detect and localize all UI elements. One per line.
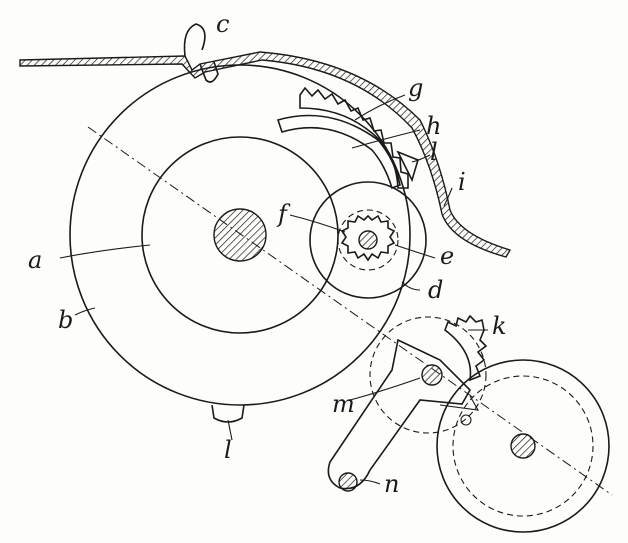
disc-a [141, 136, 339, 334]
leader-m [349, 377, 421, 401]
wheel-b [69, 64, 411, 406]
leader-l-top [411, 154, 431, 163]
leader-h [351, 129, 421, 149]
gear-k-outline [369, 316, 487, 434]
pinion-pitch-circle [337, 209, 399, 271]
guide-h [276, 114, 401, 190]
label-n: n [384, 470, 399, 498]
label-i: i [458, 168, 466, 196]
wheel-lower-right [436, 359, 610, 533]
leader-g [354, 94, 406, 121]
gear-k [444, 314, 488, 382]
pawl-l [396, 150, 419, 183]
label-g: g [408, 74, 423, 102]
cover-strip [19, 51, 512, 258]
label-l-top: l [430, 138, 438, 166]
label-b: b [58, 306, 73, 334]
clip-c [183, 23, 206, 57]
label-f: f [276, 200, 291, 228]
label-c: c [216, 10, 229, 38]
foot-l [211, 404, 245, 423]
leader-a [59, 244, 151, 259]
leader-i [443, 187, 453, 207]
hub-a [213, 208, 267, 262]
wheel-d [309, 181, 427, 299]
leader-b [74, 307, 96, 316]
housing-tab [199, 61, 219, 83]
leader-n [359, 479, 381, 485]
pinion-axle [358, 230, 378, 250]
label-d: d [428, 276, 443, 304]
lever-end-n [338, 472, 358, 492]
label-h: h [426, 112, 441, 140]
leader-d [401, 281, 421, 291]
wheel-lower-right-axle [510, 433, 536, 459]
leader-l-bottom [227, 419, 233, 441]
pinion-f [340, 214, 396, 262]
label-e: e [440, 242, 454, 270]
leader-f [289, 214, 346, 233]
label-a: a [28, 246, 42, 274]
lever-pivot-m [421, 364, 443, 386]
rack-g [299, 86, 409, 189]
label-k: k [492, 312, 507, 340]
label-m: m [332, 390, 355, 418]
leader-e [394, 244, 436, 259]
lever-pin [460, 414, 472, 426]
label-l-bottom: l [224, 436, 232, 464]
center-axis-line [87, 126, 613, 496]
lever-hook [439, 395, 480, 411]
wheel-lower-right-pitch [452, 375, 594, 517]
